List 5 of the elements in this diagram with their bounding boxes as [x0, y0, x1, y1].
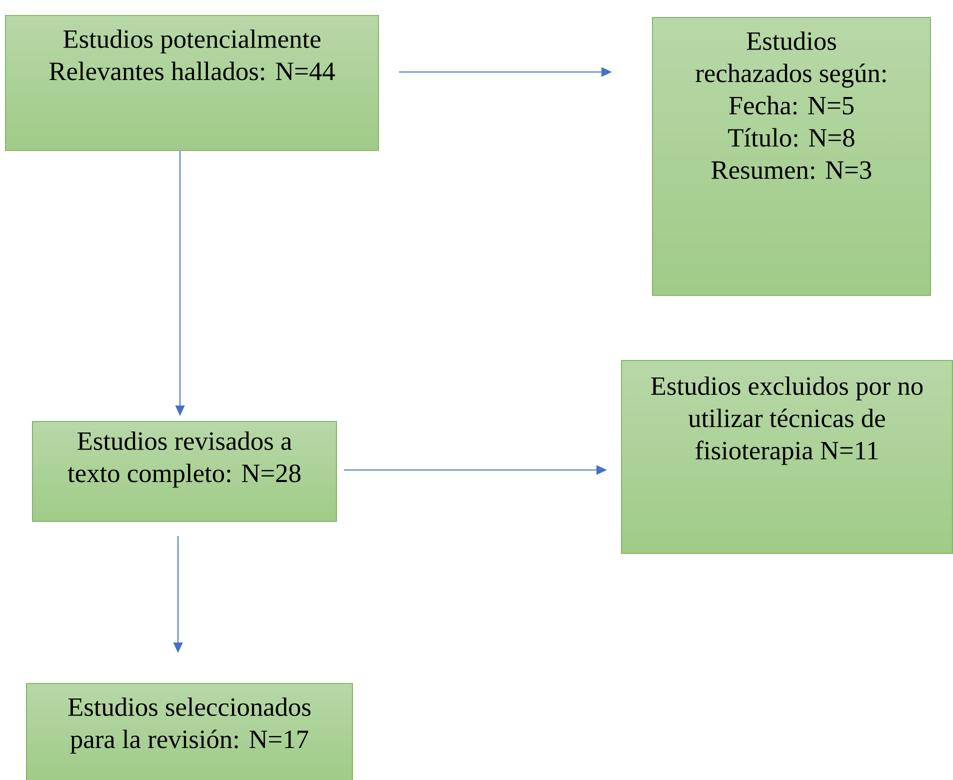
process-box: Estudios excluidos por no utilizar técnicas de fisioterapia N=11 [621, 360, 953, 554]
process-box: Estudios potencialmente Relevantes hallados: N=44 [5, 15, 379, 151]
process-box: Estudios revisados a texto completo: N=28 [32, 420, 337, 522]
process-box: Estudios seleccionados para la revisión: N=17 [26, 683, 353, 780]
process-box: Estudios rechazados según: Fecha: N=5 Título: N=8 Resumen: N=3 [652, 17, 931, 296]
